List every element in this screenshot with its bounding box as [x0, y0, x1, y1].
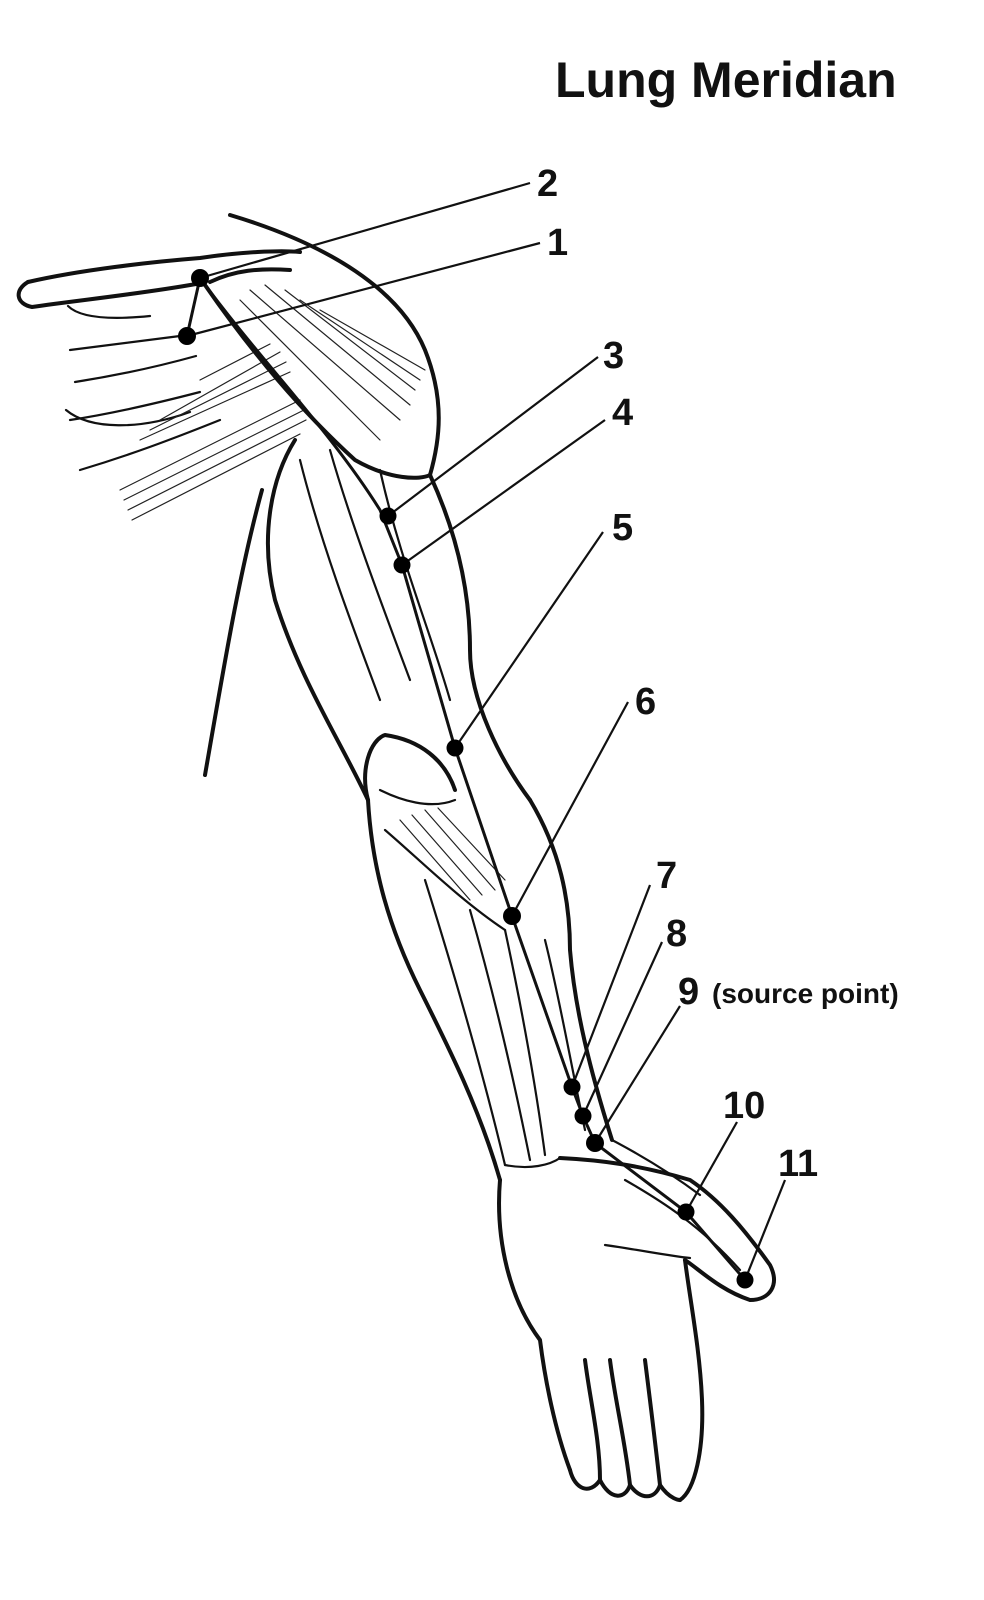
label-9-note: (source point)	[712, 978, 899, 1009]
label-6: 6	[635, 681, 656, 723]
label-7: 7	[656, 855, 677, 897]
label-11: 11	[778, 1143, 818, 1185]
acupoint-8	[574, 1107, 592, 1125]
point-labels: 1 2 3 4 5 6 7 8 9 (source point) 10 11	[537, 163, 899, 1185]
acupoint-2	[191, 269, 209, 287]
label-4: 4	[612, 392, 633, 434]
label-5: 5	[612, 507, 633, 549]
acupoint-9	[586, 1134, 604, 1152]
label-10: 10	[723, 1085, 765, 1127]
label-9: 9	[678, 971, 699, 1013]
acupoint-5	[446, 739, 464, 757]
acupoint-6	[503, 907, 521, 925]
acupoint-3	[379, 507, 397, 525]
label-2: 2	[537, 163, 558, 205]
leader-lines	[186, 181, 787, 1281]
label-1: 1	[547, 222, 568, 264]
pectoral-hatching	[119, 343, 307, 521]
deltoid-hatching	[239, 284, 426, 441]
acupoint-7	[563, 1078, 581, 1096]
arm-illustration	[16, 213, 776, 1502]
label-3: 3	[603, 335, 624, 377]
acupoints	[178, 269, 754, 1289]
acupoint-10	[677, 1203, 695, 1221]
acupoint-1	[178, 327, 196, 345]
elbow-hatching	[399, 807, 506, 901]
acupoint-11	[736, 1271, 754, 1289]
meridian-path	[185, 277, 747, 1281]
acupoint-4	[393, 556, 411, 574]
diagram-title: Lung Meridian	[555, 52, 897, 108]
label-8: 8	[666, 913, 687, 955]
